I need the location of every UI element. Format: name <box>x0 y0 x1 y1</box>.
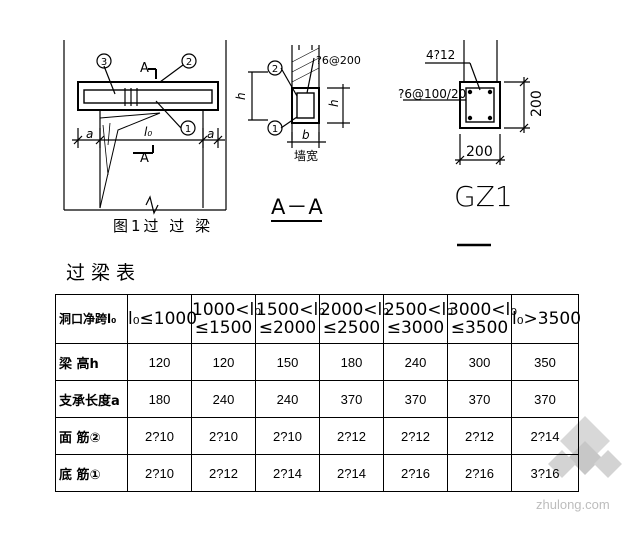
table-cell: 2?14 <box>511 417 579 455</box>
table-row: 梁 高h 120 120 150 180 240 300 350 <box>55 343 579 381</box>
aa-dim-b: b <box>302 128 310 142</box>
table-cell: 2?10 <box>191 417 256 455</box>
gz1-rebar-stirrup: ?6@100/20 <box>398 87 466 101</box>
table-cell: 300 <box>447 343 512 381</box>
dim-a-right: a <box>207 127 214 141</box>
table-cell: 2?12 <box>383 417 448 455</box>
table-cell: 2?10 <box>127 417 192 455</box>
aa-callout-1: 1 <box>272 124 278 135</box>
table-cell: 240 <box>191 380 256 418</box>
row-label: 底 筋① <box>55 454 128 492</box>
callout-1: 1 <box>185 124 191 135</box>
gz1-dim-side: 200 <box>529 90 545 117</box>
table-cell: 350 <box>511 343 579 381</box>
aa-rebar-note: ?6@200 <box>316 54 361 67</box>
section-aa-labels: 2 1 ?6@200 h h b 墙宽 A－A <box>234 54 361 222</box>
header-cell: l₀>3500 <box>511 294 581 344</box>
row-label: 支承长度a <box>55 380 128 418</box>
header-cell: 1500<l₀ ≤2000 <box>255 294 325 344</box>
lintel-table: 洞口净跨l₀ l₀≤1000 1000<l₀ ≤1500 1500<l₀ ≤20… <box>55 294 581 492</box>
table-cell: 150 <box>255 343 320 381</box>
table-row: 底 筋① 2?10 2?12 2?14 2?14 2?16 2?16 3?16 <box>55 454 579 492</box>
table-cell: 2?10 <box>255 417 320 455</box>
table-cell: 3?16 <box>511 454 579 492</box>
table-row: 面 筋② 2?10 2?10 2?10 2?12 2?12 2?12 2?14 <box>55 417 579 455</box>
header-cell: l₀≤1000 <box>127 294 197 344</box>
section-mark-top: A <box>140 61 149 76</box>
table-header-row: 洞口净跨l₀ l₀≤1000 1000<l₀ ≤1500 1500<l₀ ≤20… <box>55 294 581 344</box>
table-cell: 370 <box>383 380 448 418</box>
gz1-labels: 4?12 ?6@100/20 200 200 GZ1 <box>398 48 545 247</box>
row-label: 梁 高h <box>55 343 128 381</box>
header-cell: 3000<l₀ ≤3500 <box>447 294 517 344</box>
gz1-rebar-top: 4?12 <box>426 48 455 62</box>
header-cell: 洞口净跨l₀ <box>55 294 128 344</box>
callout-circle-3 <box>96 53 112 69</box>
table-cell: 2?12 <box>191 454 256 492</box>
aa-wall-note: 墙宽 <box>294 148 318 163</box>
callout-3: 3 <box>101 57 107 68</box>
header-cell: 2500<l₀ ≤3000 <box>383 294 453 344</box>
table-cell: 120 <box>127 343 192 381</box>
dim-a-left: a <box>86 127 93 141</box>
aa-dim-h-right: h <box>327 99 341 107</box>
table-cell: 240 <box>383 343 448 381</box>
header-cell: 1000<l₀ ≤1500 <box>191 294 261 344</box>
table-cell: 2?10 <box>127 454 192 492</box>
watermark-text: zhulong.com <box>536 497 610 512</box>
elevation-caption: 图1过 过 梁 <box>113 217 213 235</box>
section-aa <box>248 45 350 148</box>
gz1-dim-bottom: 200 <box>466 144 493 160</box>
table-cell: 370 <box>511 380 579 418</box>
table-title: 过梁表 <box>66 262 142 284</box>
row-label: 面 筋② <box>55 417 128 455</box>
section-mark-bottom: A <box>140 151 149 166</box>
aa-dim-h-left: h <box>234 92 248 100</box>
table-cell: 2?16 <box>447 454 512 492</box>
dim-l0: l₀ <box>144 125 152 139</box>
elevation-callouts: 3 2 1 A A a a l₀ 图1过 过 梁 <box>86 53 214 235</box>
gz1-caption: GZ1 <box>454 180 513 213</box>
table-cell: 2?14 <box>319 454 384 492</box>
table-cell: 2?12 <box>447 417 512 455</box>
lintel-elevation <box>63 40 227 215</box>
table-row: 支承长度a 180 240 240 370 370 370 370 <box>55 380 579 418</box>
aa-callout-2: 2 <box>272 64 278 75</box>
table-cell: 180 <box>127 380 192 418</box>
table-cell: 180 <box>319 343 384 381</box>
table-cell: 2?12 <box>319 417 384 455</box>
table-cell: 370 <box>319 380 384 418</box>
table-cell: 2?16 <box>383 454 448 492</box>
callout-circle-2 <box>181 53 197 69</box>
table-cell: 120 <box>191 343 256 381</box>
header-cell: 2000<l₀ ≤2500 <box>319 294 389 344</box>
table-cell: 2?14 <box>255 454 320 492</box>
callout-circle-1 <box>180 120 196 136</box>
aa-caption: A－A <box>271 195 324 219</box>
table-cell: 240 <box>255 380 320 418</box>
table-cell: 370 <box>447 380 512 418</box>
callout-2: 2 <box>186 57 192 68</box>
gz1-detail <box>403 40 530 165</box>
